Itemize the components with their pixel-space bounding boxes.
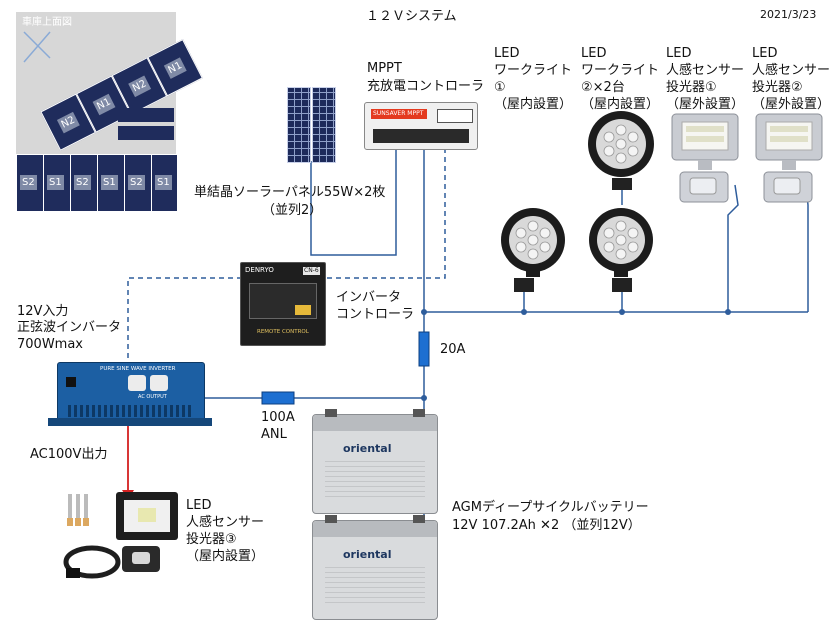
battery: oriental — [312, 409, 438, 514]
inverter-power-switch — [66, 377, 76, 387]
battery-label-lines — [325, 567, 425, 603]
battery-label: AGMディープサイクルバッテリー — [452, 500, 649, 515]
remote-label: インバータ — [336, 290, 402, 305]
inverter-panel-text: PURE SINE WAVE INVERTER — [100, 366, 176, 372]
inverter-label-2: 正弦波インバータ — [17, 320, 122, 335]
inverter-label-1: 12V入力 — [17, 304, 69, 319]
inverter-base — [48, 418, 212, 426]
fuse-100a — [261, 391, 295, 405]
fuse-100a-sublabel: ANL — [261, 427, 287, 442]
work-light-mount — [514, 278, 534, 292]
page-title: １２Ｖシステム — [366, 9, 457, 24]
inverter-remote: DENRYO CN-6 REMOTE CONTROL — [240, 262, 326, 346]
remote-panel-text: REMOTE CONTROL — [257, 329, 309, 335]
junction-work1 — [521, 309, 527, 315]
fuse-20a — [418, 331, 430, 367]
work-light-mount — [612, 178, 632, 190]
battery-label-lines — [325, 461, 425, 497]
roof-top-view: 車庫上面図 N2 N1 N2 N1 S2 S1 S2 S1 S2 S1 — [16, 12, 203, 212]
battery-sublabel: 12V 107.2Ah ✕2 （並列12V） — [452, 518, 641, 533]
work-light-icon — [501, 208, 565, 277]
solar-panel — [287, 87, 311, 163]
fuse-100a-label: 100A — [261, 410, 295, 425]
mppt-display — [437, 109, 473, 123]
roof-panel-label: S2 — [74, 175, 91, 190]
sensor-light-icon — [671, 113, 739, 203]
remote-model: CN-6 — [303, 267, 320, 275]
mppt-controller: SUNSAVER MPPT — [364, 102, 478, 150]
roof-label: 車庫上面図 — [22, 17, 72, 28]
junction-dc — [421, 395, 427, 401]
battery-terminal — [413, 515, 425, 523]
junction-sensor1 — [725, 309, 731, 315]
mppt-brand: SUNSAVER MPPT — [373, 110, 424, 117]
solar-label: 単結晶ソーラーパネル55W×2枚 — [194, 185, 386, 200]
work-light-icon — [589, 208, 653, 277]
battery-terminal — [325, 409, 337, 417]
inverter-body: PURE SINE WAVE INVERTER AC OUTPUT — [57, 362, 205, 422]
sensor-light-icon — [755, 113, 823, 203]
roof-panel-label: S1 — [47, 175, 64, 190]
roof-panel-label: S1 — [101, 175, 118, 190]
wire-sensor1 — [727, 184, 739, 312]
roof-flat-panel — [118, 126, 174, 140]
fuse-20a-label: 20A — [440, 342, 466, 357]
mppt-sublabel: 充放電コントローラ — [367, 79, 485, 94]
work-light-mount — [612, 278, 632, 292]
inverter-outlet — [128, 375, 146, 391]
date-label: 2021/3/23 — [760, 8, 817, 21]
solar-panel — [312, 87, 336, 163]
roof-panel-label: S1 — [155, 175, 172, 190]
inverter-label-3: 700Wmax — [17, 337, 83, 352]
roof-bottom-row: S2 S1 S2 S1 S2 S1 — [16, 154, 178, 212]
solar-sublabel: （並列2） — [262, 203, 323, 218]
roof-panel-label: S2 — [128, 175, 145, 190]
junction-work2 — [619, 309, 625, 315]
battery-terminal — [413, 409, 425, 417]
sensor-light-3-icon — [63, 492, 178, 579]
roof-flat-panel — [118, 108, 174, 122]
mppt-brand-strip — [371, 109, 427, 119]
work-light-icon — [588, 111, 654, 177]
junction-load — [421, 309, 427, 315]
battery-terminal — [325, 515, 337, 523]
mppt-label: MPPT — [367, 61, 402, 76]
ac-output-label: AC100V出力 — [30, 447, 108, 462]
roof-panel-label: S2 — [20, 175, 37, 190]
inverter-ac-output-text: AC OUTPUT — [138, 394, 167, 400]
remote-switch — [295, 305, 311, 315]
mppt-terminals — [373, 129, 469, 143]
battery-brand: oriental — [343, 548, 392, 561]
roof-compass-icon — [23, 31, 51, 63]
battery-brand: oriental — [343, 442, 392, 455]
inverter-vents — [68, 405, 194, 417]
battery: oriental — [312, 515, 438, 620]
wire-solar-mppt — [310, 148, 397, 256]
inverter-outlet — [150, 375, 168, 391]
remote-brand: DENRYO — [245, 266, 274, 274]
remote-sublabel: コントローラ — [336, 307, 415, 322]
